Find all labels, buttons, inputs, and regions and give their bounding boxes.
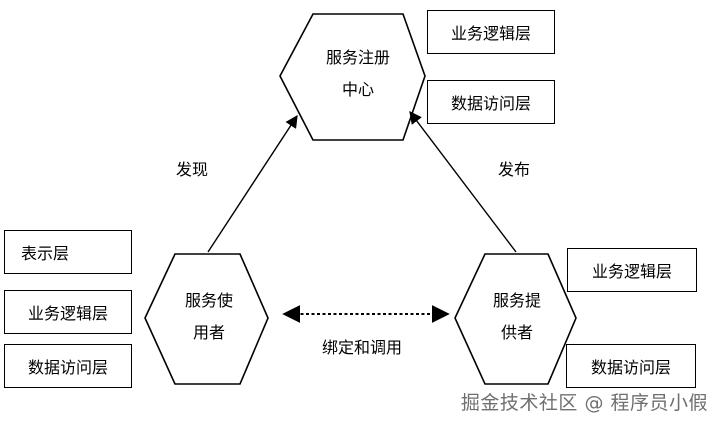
bind-label: 绑定和调用 (322, 338, 403, 357)
publish-label: 发布 (498, 160, 531, 179)
registry-label: 服务注册中心 (326, 48, 391, 99)
publish-arrow (409, 110, 517, 253)
consumer-data-layer: 数据访问层 (4, 344, 132, 388)
provider-data-layer: 数据访问层 (566, 344, 696, 388)
registry-hexagon (279, 13, 426, 141)
discover-arrow (207, 114, 298, 253)
provider-business-layer: 业务逻辑层 (567, 248, 697, 292)
consumer-hexagon (144, 253, 269, 385)
provider-hexagon (454, 253, 577, 385)
consumer-business-layer: 业务逻辑层 (4, 290, 132, 334)
discover-label: 发现 (176, 160, 209, 179)
provider-label: 服务提供者 (492, 291, 541, 342)
watermark: 掘金技术社区 @ 程序员小假 (460, 392, 708, 414)
consumer-presentation-layer: 表示层 (4, 230, 132, 274)
registry-data-layer: 数据访问层 (427, 80, 555, 124)
consumer-label: 服务使用者 (184, 291, 233, 342)
registry-business-layer: 业务逻辑层 (427, 10, 555, 54)
